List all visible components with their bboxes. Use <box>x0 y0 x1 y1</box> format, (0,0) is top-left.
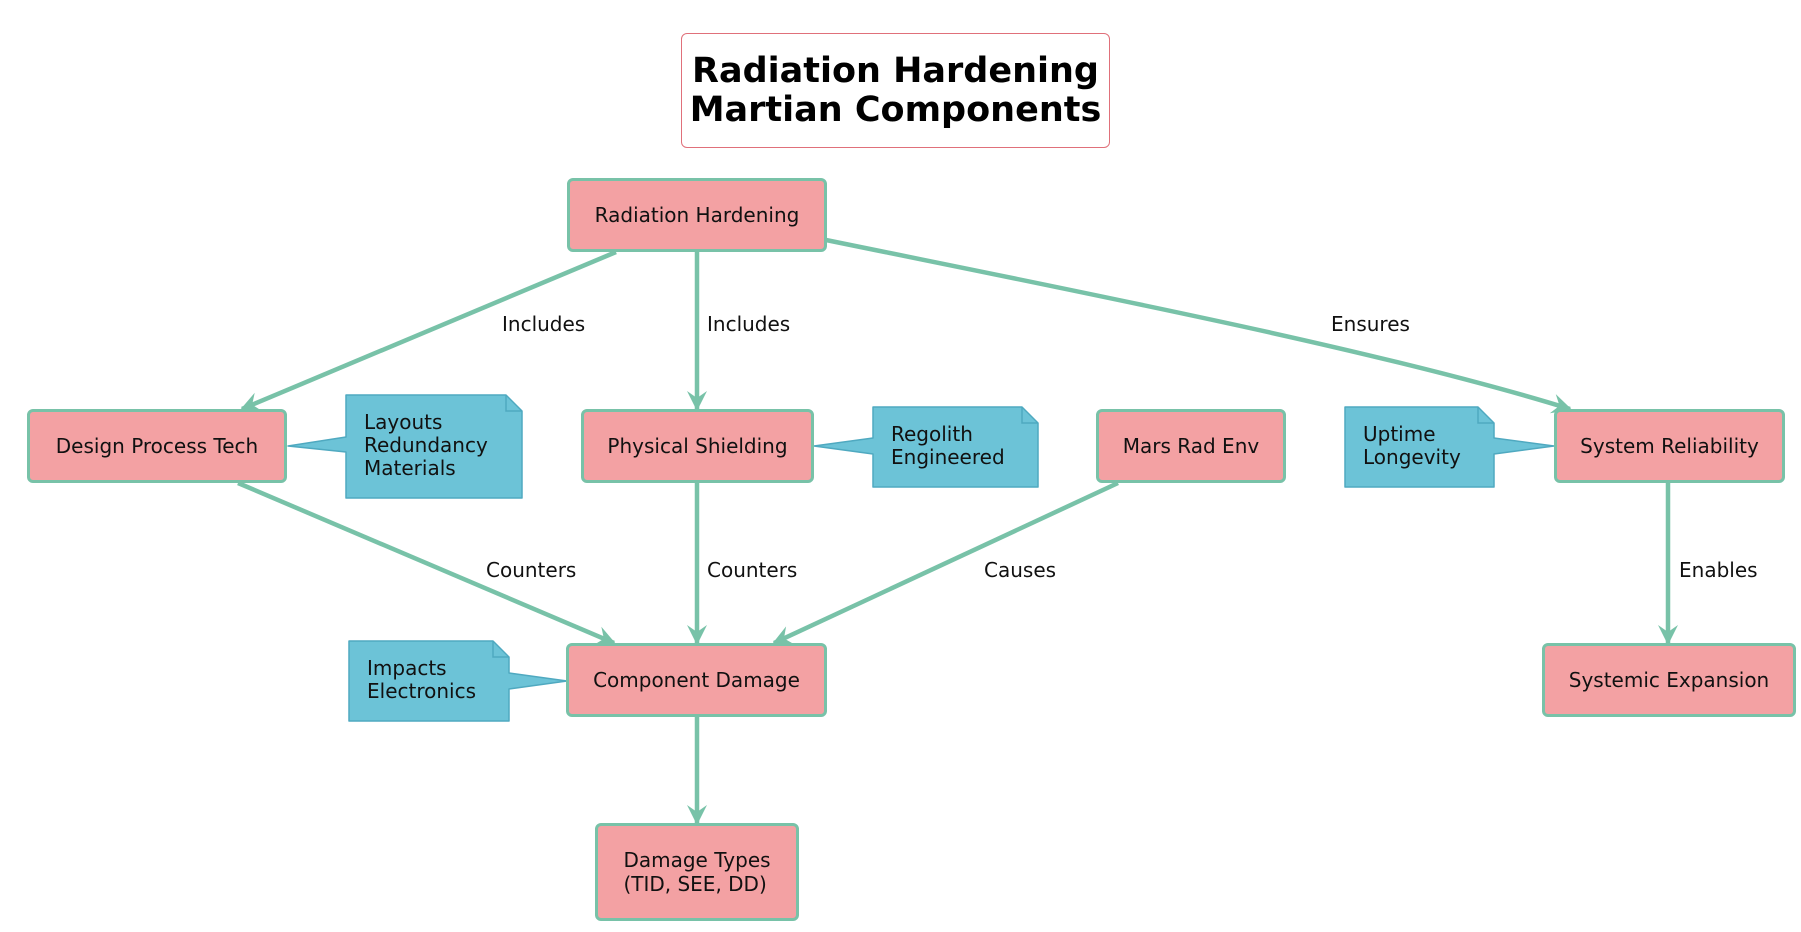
node-systemic-expansion[interactable]: Systemic Expansion <box>1542 643 1796 717</box>
note-system-reliability: Uptime Longevity <box>1363 422 1461 469</box>
node-radiation-hardening[interactable]: Radiation Hardening <box>567 178 827 252</box>
diagram-title: Radiation Hardening Martian Components <box>681 33 1110 148</box>
node-design-process-tech[interactable]: Design Process Tech <box>27 409 287 483</box>
note-physical-shielding: Regolith Engineered <box>891 422 1005 469</box>
node-label: Component Damage <box>593 668 800 692</box>
node-label: Damage Types (TID, SEE, DD) <box>623 848 771 896</box>
edge-label-includes-left: Includes <box>502 312 586 336</box>
note-component-damage: Impacts Electronics <box>367 656 477 703</box>
title-line-2: Martian Components <box>689 89 1102 130</box>
note-shape-physical-shielding <box>813 406 1039 488</box>
note-shape-design-process-tech <box>287 394 523 499</box>
edge-label-causes: Causes <box>984 558 1057 582</box>
node-label: Design Process Tech <box>55 434 259 458</box>
node-label: Mars Rad Env <box>1122 434 1260 458</box>
note-design-process-tech: Layouts Redundancy Materials <box>364 410 488 480</box>
node-physical-shielding[interactable]: Physical Shielding <box>581 409 814 483</box>
edge-label-enables: Enables <box>1679 558 1758 582</box>
node-label: Physical Shielding <box>607 434 788 458</box>
node-damage-types[interactable]: Damage Types (TID, SEE, DD) <box>595 823 799 921</box>
edge-mre-to-cd <box>772 480 1119 646</box>
edge-rh-to-sr <box>825 237 1572 414</box>
edge-label-ensures: Ensures <box>1331 312 1410 336</box>
edge-rh-to-dpt <box>240 249 617 412</box>
node-label: Systemic Expansion <box>1568 668 1770 692</box>
edge-label-includes-center: Includes <box>707 312 791 336</box>
node-label: Radiation Hardening <box>594 203 800 227</box>
node-component-damage[interactable]: Component Damage <box>566 643 827 717</box>
node-system-reliability[interactable]: System Reliability <box>1554 409 1785 483</box>
node-mars-rad-env[interactable]: Mars Rad Env <box>1096 409 1286 483</box>
edge-label-counters-center: Counters <box>707 558 798 582</box>
title-line-1: Radiation Hardening <box>692 50 1099 91</box>
node-label: System Reliability <box>1580 434 1759 458</box>
edge-dpt-to-cd <box>237 480 616 646</box>
edge-label-counters-left: Counters <box>486 558 577 582</box>
